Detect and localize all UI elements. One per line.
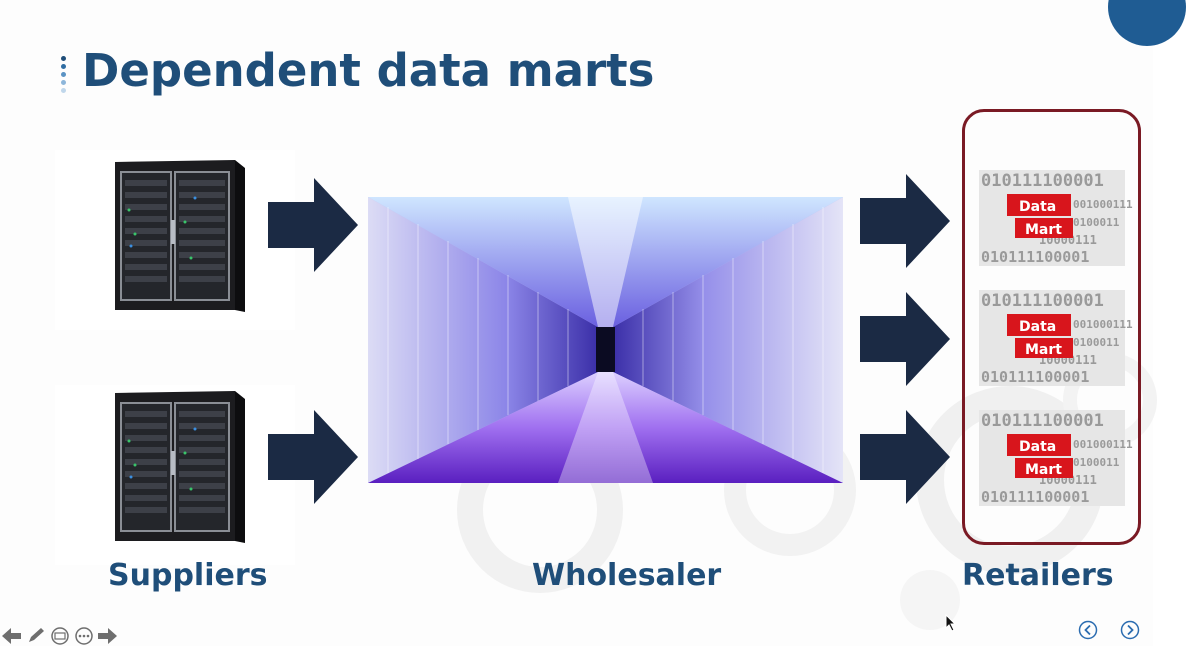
slide-navigation (1078, 620, 1140, 640)
arrow-left-icon[interactable] (2, 627, 22, 645)
svg-text:Data: Data (1019, 319, 1056, 335)
presentation-toolbar (2, 626, 118, 646)
data-mart-image: 010111100001 001000111 0100011 10000111 … (979, 170, 1133, 266)
next-slide-icon[interactable] (1120, 620, 1140, 640)
svg-text:Mart: Mart (1025, 462, 1062, 478)
flow-arrow-icon (860, 292, 950, 386)
title-bullet-dots (60, 56, 68, 96)
svg-text:0100011: 0100011 (1073, 216, 1120, 229)
corner-decoration (1108, 0, 1186, 46)
svg-text:010111100001: 010111100001 (981, 488, 1089, 506)
svg-text:010111100001: 010111100001 (981, 171, 1104, 191)
svg-text:001000111: 001000111 (1073, 438, 1133, 451)
svg-text:010111100001: 010111100001 (981, 291, 1104, 311)
flow-arrow-icon (268, 410, 358, 504)
mouse-cursor-icon (945, 613, 957, 632)
more-icon[interactable] (74, 627, 94, 645)
supplier-server-image (55, 150, 295, 330)
retailers-label: Retailers (962, 558, 1114, 593)
supplier-server-image (55, 385, 295, 565)
wholesaler-label: Wholesaler (532, 558, 722, 593)
svg-text:0100011: 0100011 (1073, 336, 1120, 349)
data-mart-image: 010111100001 001000111 0100011 10000111 … (979, 290, 1133, 386)
svg-text:Mart: Mart (1025, 342, 1062, 358)
pen-icon[interactable] (26, 627, 46, 645)
flow-arrow-icon (268, 178, 358, 272)
svg-text:010111100001: 010111100001 (981, 368, 1089, 386)
slide-title: Dependent data marts (82, 44, 655, 97)
retailers-highlight-box (962, 109, 1141, 545)
svg-text:010111100001: 010111100001 (981, 411, 1104, 431)
svg-text:Mart: Mart (1025, 222, 1062, 238)
svg-text:010111100001: 010111100001 (981, 248, 1089, 266)
svg-text:Data: Data (1019, 439, 1056, 455)
svg-text:001000111: 001000111 (1073, 318, 1133, 331)
svg-text:Data: Data (1019, 199, 1056, 215)
svg-text:0100011: 0100011 (1073, 456, 1120, 469)
wholesaler-datacenter-image (368, 197, 843, 483)
suppliers-label: Suppliers (108, 558, 268, 593)
arrow-right-icon[interactable] (98, 627, 118, 645)
flow-arrow-icon (860, 410, 950, 504)
flow-arrow-icon (860, 174, 950, 268)
previous-slide-icon[interactable] (1078, 620, 1098, 640)
data-mart-image: 010111100001 001000111 0100011 10000111 … (979, 410, 1133, 506)
slides-icon[interactable] (50, 627, 70, 645)
svg-text:001000111: 001000111 (1073, 198, 1133, 211)
